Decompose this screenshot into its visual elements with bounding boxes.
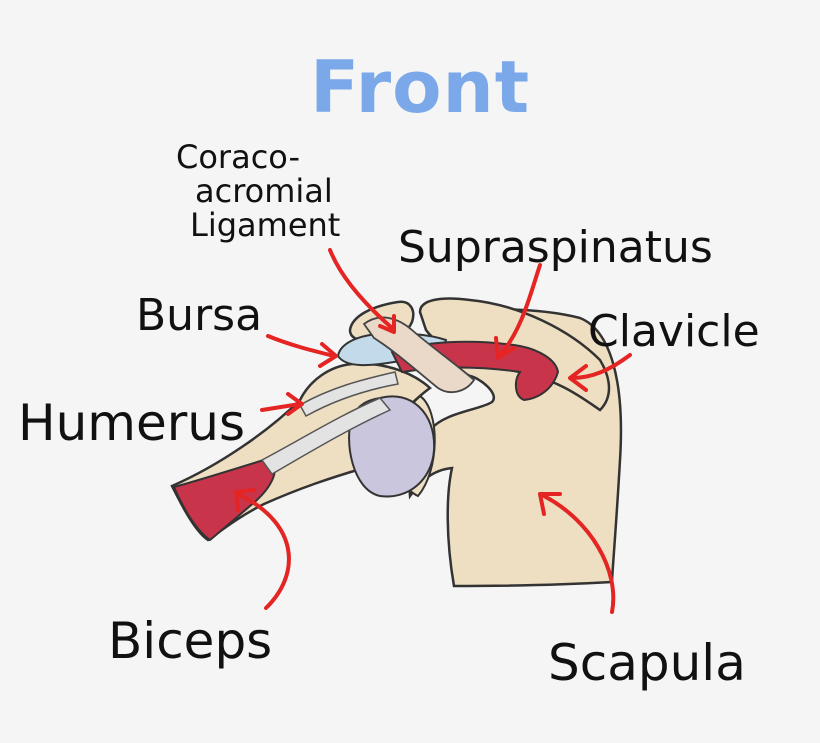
arrow-coracoacromial-head	[378, 314, 396, 334]
arrow-scapula	[542, 494, 616, 614]
arrow-biceps-head	[234, 488, 256, 512]
diagram-title: Front	[310, 45, 530, 129]
annotation-arrows	[234, 248, 632, 614]
arrow-biceps	[238, 493, 291, 610]
arrow-bursa-head	[318, 342, 338, 368]
arrow-humerus-head	[286, 392, 304, 416]
arrow-supraspinatus	[498, 263, 542, 357]
arrow-scapula-head	[538, 492, 562, 516]
label-coraco-line2: acromial	[195, 172, 333, 210]
label-coraco-line1: Coraco-	[176, 138, 300, 176]
label-biceps: Biceps	[108, 612, 272, 670]
label-clavicle: Clavicle	[588, 306, 760, 357]
label-supraspinatus: Supraspinatus	[398, 222, 713, 273]
biceps-tendon-long	[298, 371, 399, 418]
arrow-clavicle	[570, 353, 632, 380]
arrow-humerus	[260, 402, 302, 412]
arrow-bursa	[266, 334, 336, 358]
arrow-supraspinatus-head	[494, 336, 516, 360]
label-coraco-line3: Ligament	[190, 206, 340, 244]
label-scapula: Scapula	[548, 634, 746, 692]
coracoacromial-ligament	[362, 316, 476, 394]
label-bursa: Bursa	[136, 290, 262, 341]
biceps-tendon	[260, 397, 392, 475]
arrow-coracoacromial	[328, 248, 394, 330]
label-humerus: Humerus	[18, 394, 245, 452]
arrow-clavicle-head	[568, 364, 588, 392]
